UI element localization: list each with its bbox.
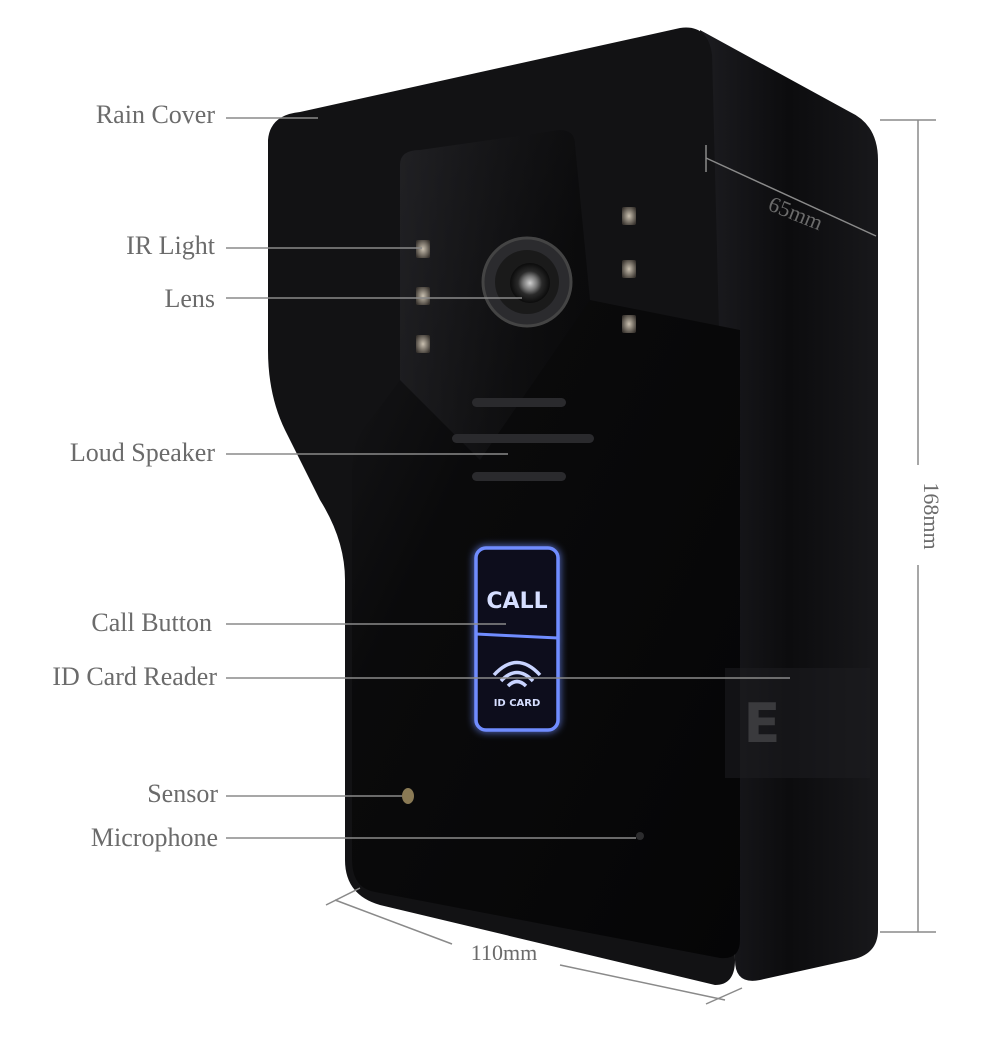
ir-led-right-1 xyxy=(622,207,636,225)
leader-lines xyxy=(226,117,790,839)
sensor-dot xyxy=(402,788,414,804)
dim-width-line-a xyxy=(334,899,453,945)
dim-depth-lines xyxy=(705,145,877,237)
id-card-text: ID CARD xyxy=(494,698,541,709)
label-lens: Lens xyxy=(164,284,215,313)
dim-height-bg xyxy=(908,465,938,565)
call-id-panel: CALL ID CARD xyxy=(474,546,560,732)
ir-led-left-3 xyxy=(416,335,430,353)
ir-led-left-1 xyxy=(416,240,430,258)
speaker-slot-1 xyxy=(472,398,566,407)
watermark-band xyxy=(725,668,870,778)
ir-led-left-2 xyxy=(416,287,430,305)
call-text: CALL xyxy=(486,589,547,614)
panel-outline xyxy=(474,546,560,732)
dim-width-text: 110mm xyxy=(471,940,537,965)
label-ir-light: IR Light xyxy=(126,231,216,260)
dim-height-text: 168mm xyxy=(919,482,944,549)
lens-glass xyxy=(510,263,550,303)
speaker-slot-2 xyxy=(452,434,594,443)
panel-divider xyxy=(475,632,559,640)
dim-width-tick-right xyxy=(705,987,743,1005)
label-loud-speaker: Loud Speaker xyxy=(70,438,215,467)
label-rain-cover: Rain Cover xyxy=(96,100,215,129)
speaker-slot-3 xyxy=(472,472,566,481)
label-call-button: Call Button xyxy=(91,608,212,637)
dim-depth-line xyxy=(705,157,877,237)
dim-width-lines xyxy=(325,887,743,1005)
wifi-arc-1 xyxy=(492,660,542,677)
dim-width-tick-left xyxy=(325,887,361,906)
watermark-letter: E xyxy=(744,692,781,755)
wifi-arc-3 xyxy=(506,679,528,688)
microphone-hole xyxy=(636,832,644,840)
ir-led-right-2 xyxy=(622,260,636,278)
label-sensor: Sensor xyxy=(147,779,218,808)
label-id-card-reader: ID Card Reader xyxy=(52,662,217,691)
label-microphone: Microphone xyxy=(91,823,218,852)
ir-led-right-3 xyxy=(622,315,636,333)
dim-width-line-b xyxy=(559,964,726,1001)
